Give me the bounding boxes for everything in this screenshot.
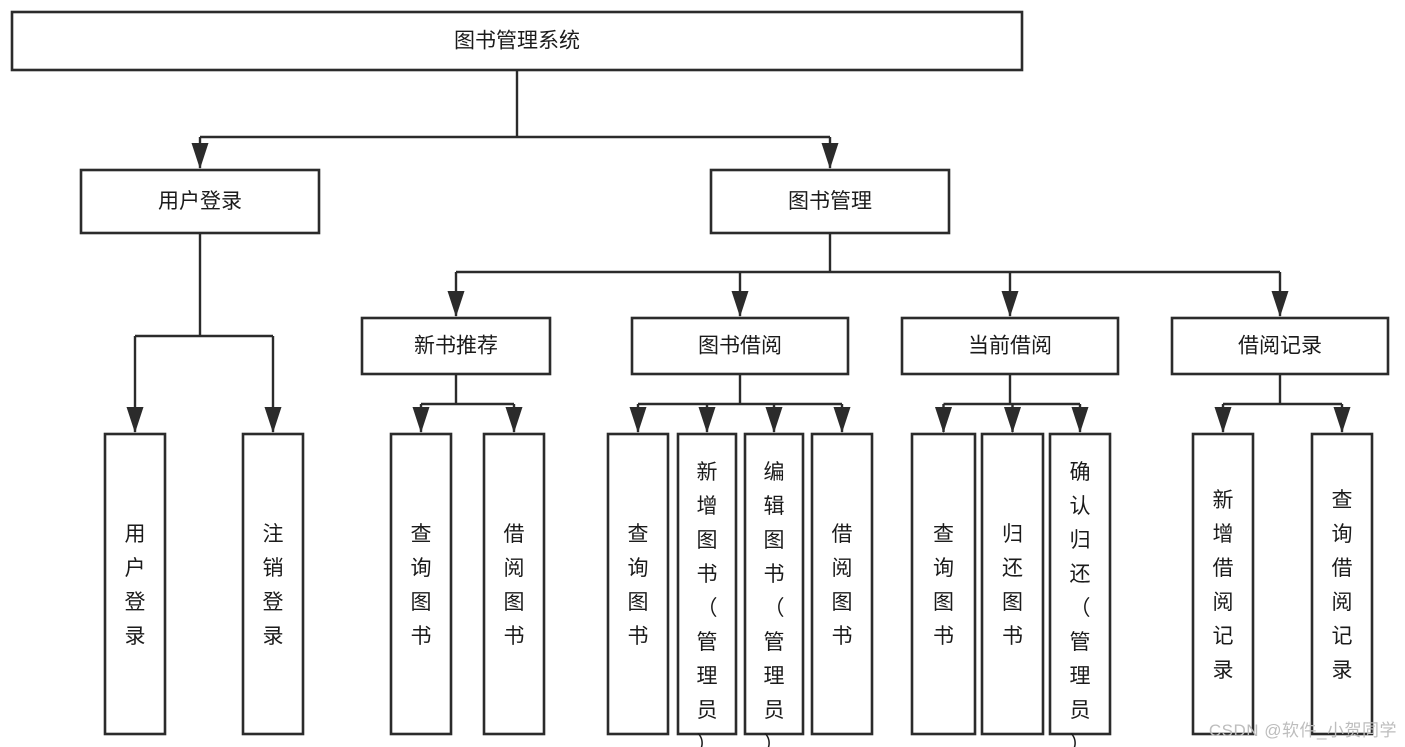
node-图书借阅-l2[interactable]: 图书借阅 <box>630 316 850 376</box>
node-用户登录-leaf[interactable]: 用户登录 <box>103 432 167 736</box>
arrow-head-icon <box>1071 407 1089 433</box>
node-label: 借阅记录 <box>1238 335 1322 358</box>
node-box[interactable] <box>389 432 453 736</box>
node-图书管理-l1[interactable]: 图书管理 <box>709 168 951 235</box>
node-label: 查询图书 <box>628 523 649 648</box>
node-借阅图书-leaf[interactable]: 借阅图书 <box>810 432 874 736</box>
node-box[interactable] <box>606 432 670 736</box>
node-用户登录-l1[interactable]: 用户登录 <box>79 168 321 235</box>
node-box[interactable] <box>980 432 1045 736</box>
node-借阅记录-l2[interactable]: 借阅记录 <box>1170 316 1390 376</box>
arrow-head-icon <box>1271 291 1289 317</box>
node-box[interactable] <box>1170 316 1390 376</box>
csdn-watermark: CSDN @软件_小贺同学 <box>1208 721 1397 740</box>
node-新增借阅记录-leaf[interactable]: 新增借阅记录 <box>1191 432 1255 736</box>
node-box[interactable] <box>103 432 167 736</box>
arrow-head-icon <box>1333 407 1351 433</box>
node-box[interactable] <box>709 168 951 235</box>
node-label: 编辑图书（管理员） <box>764 461 785 747</box>
node-注销登录-leaf[interactable]: 注销登录 <box>241 432 305 736</box>
arrow-head-icon <box>765 407 783 433</box>
node-box[interactable] <box>1191 432 1255 736</box>
arrow-head-icon <box>505 407 523 433</box>
node-label: 图书借阅 <box>698 335 782 358</box>
node-确认归还管理员-leaf[interactable]: 确认归还（管理员） <box>1048 432 1112 747</box>
node-查询图书-leaf[interactable]: 查询图书 <box>606 432 670 736</box>
node-label: 图书管理系统 <box>454 30 580 53</box>
connector-layer <box>126 70 1351 433</box>
node-label: 查询图书 <box>411 523 432 648</box>
arrow-head-icon <box>821 143 839 169</box>
node-box[interactable] <box>630 316 850 376</box>
node-借阅图书-leaf[interactable]: 借阅图书 <box>482 432 546 736</box>
arrow-head-icon <box>731 291 749 317</box>
arrow-head-icon <box>698 407 716 433</box>
arrow-head-icon <box>1001 291 1019 317</box>
node-box[interactable] <box>810 432 874 736</box>
node-label: 查询图书 <box>933 523 954 648</box>
node-box[interactable] <box>743 432 805 736</box>
node-box[interactable] <box>10 10 1024 72</box>
node-归还图书-leaf[interactable]: 归还图书 <box>980 432 1045 736</box>
arrow-head-icon <box>264 407 282 433</box>
arrow-head-icon <box>1004 407 1021 433</box>
node-查询图书-leaf[interactable]: 查询图书 <box>910 432 977 736</box>
node-label: 借阅图书 <box>504 523 525 648</box>
node-label: 确认归还（管理员） <box>1070 461 1091 747</box>
node-box[interactable] <box>900 316 1120 376</box>
node-label: 新增借阅记录 <box>1213 489 1234 682</box>
node-label: 当前借阅 <box>968 335 1052 358</box>
arrow-head-icon <box>126 407 144 433</box>
node-box[interactable] <box>360 316 552 376</box>
node-box[interactable] <box>910 432 977 736</box>
node-编辑图书管理员-leaf[interactable]: 编辑图书（管理员） <box>743 432 805 747</box>
arrow-head-icon <box>412 407 430 433</box>
node-label: 图书管理 <box>788 190 872 213</box>
node-当前借阅-l2[interactable]: 当前借阅 <box>900 316 1120 376</box>
node-label: 新书推荐 <box>414 335 498 358</box>
node-查询图书-leaf[interactable]: 查询图书 <box>389 432 453 736</box>
node-label: 新增图书（管理员） <box>697 461 718 747</box>
node-图书管理系统-root[interactable]: 图书管理系统 <box>10 10 1024 72</box>
node-box[interactable] <box>676 432 738 736</box>
node-查询借阅记录-leaf[interactable]: 查询借阅记录 <box>1310 432 1374 736</box>
node-box[interactable] <box>79 168 321 235</box>
node-layer: 图书管理系统用户登录图书管理新书推荐图书借阅当前借阅借阅记录用户登录注销登录查询… <box>10 10 1390 747</box>
node-label: 查询借阅记录 <box>1332 489 1353 682</box>
node-新书推荐-l2[interactable]: 新书推荐 <box>360 316 552 376</box>
node-box[interactable] <box>482 432 546 736</box>
node-label: 归还图书 <box>1002 523 1023 648</box>
node-box[interactable] <box>1048 432 1112 736</box>
node-label: 用户登录 <box>158 190 242 213</box>
node-box[interactable] <box>241 432 305 736</box>
node-label: 用户登录 <box>125 523 146 648</box>
node-label: 借阅图书 <box>832 523 853 648</box>
arrow-head-icon <box>629 407 647 433</box>
arrow-head-icon <box>935 407 952 433</box>
arrow-head-icon <box>1214 407 1232 433</box>
node-label: 注销登录 <box>263 523 284 648</box>
arrow-head-icon <box>833 407 851 433</box>
node-新增图书管理员-leaf[interactable]: 新增图书（管理员） <box>676 432 738 747</box>
arrow-head-icon <box>447 291 465 317</box>
node-box[interactable] <box>1310 432 1374 736</box>
arrow-head-icon <box>191 143 209 169</box>
